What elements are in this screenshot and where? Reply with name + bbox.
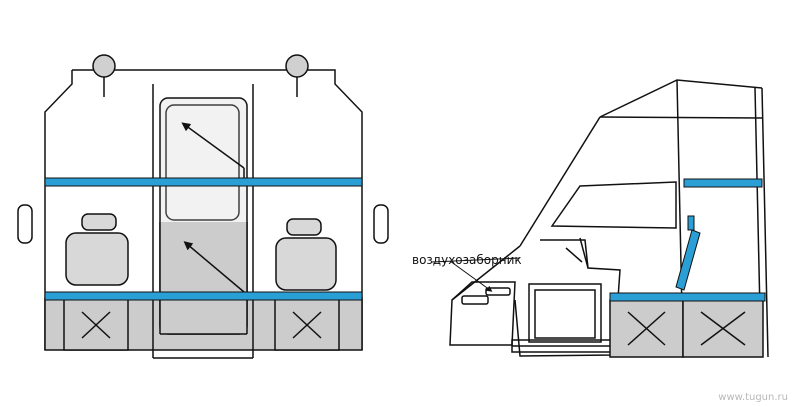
air-intake-leader <box>431 257 521 263</box>
storage-box-right <box>274 297 340 351</box>
storage-box-left <box>63 297 129 351</box>
cab-roof <box>599 79 763 118</box>
roof-outline <box>44 69 363 180</box>
side-cab-view <box>431 79 769 358</box>
blue-stripes-right <box>609 178 766 302</box>
blue-stripes-left <box>44 177 363 301</box>
seat-left <box>65 213 129 286</box>
dashboard <box>514 239 621 357</box>
roof-lamp-left <box>92 54 116 97</box>
side-storage-boxes <box>609 299 764 358</box>
seat-backrest <box>675 229 701 291</box>
windshield-front <box>519 116 601 247</box>
air-intake-panel <box>449 281 516 346</box>
seat-right <box>275 218 337 291</box>
door-upper-window <box>165 104 240 221</box>
air-intake-label: воздухозаборник <box>412 253 522 267</box>
side-window <box>550 181 677 229</box>
door-arrow-lower <box>183 241 245 293</box>
side-handle-right <box>373 204 389 244</box>
door-arrow-upper <box>181 122 245 169</box>
side-handle-left <box>17 204 33 244</box>
roof-lamp-right <box>285 54 309 97</box>
console-screen <box>534 289 596 339</box>
rear-wall-view <box>17 54 389 359</box>
watermark: www.tugun.ru <box>718 392 788 403</box>
